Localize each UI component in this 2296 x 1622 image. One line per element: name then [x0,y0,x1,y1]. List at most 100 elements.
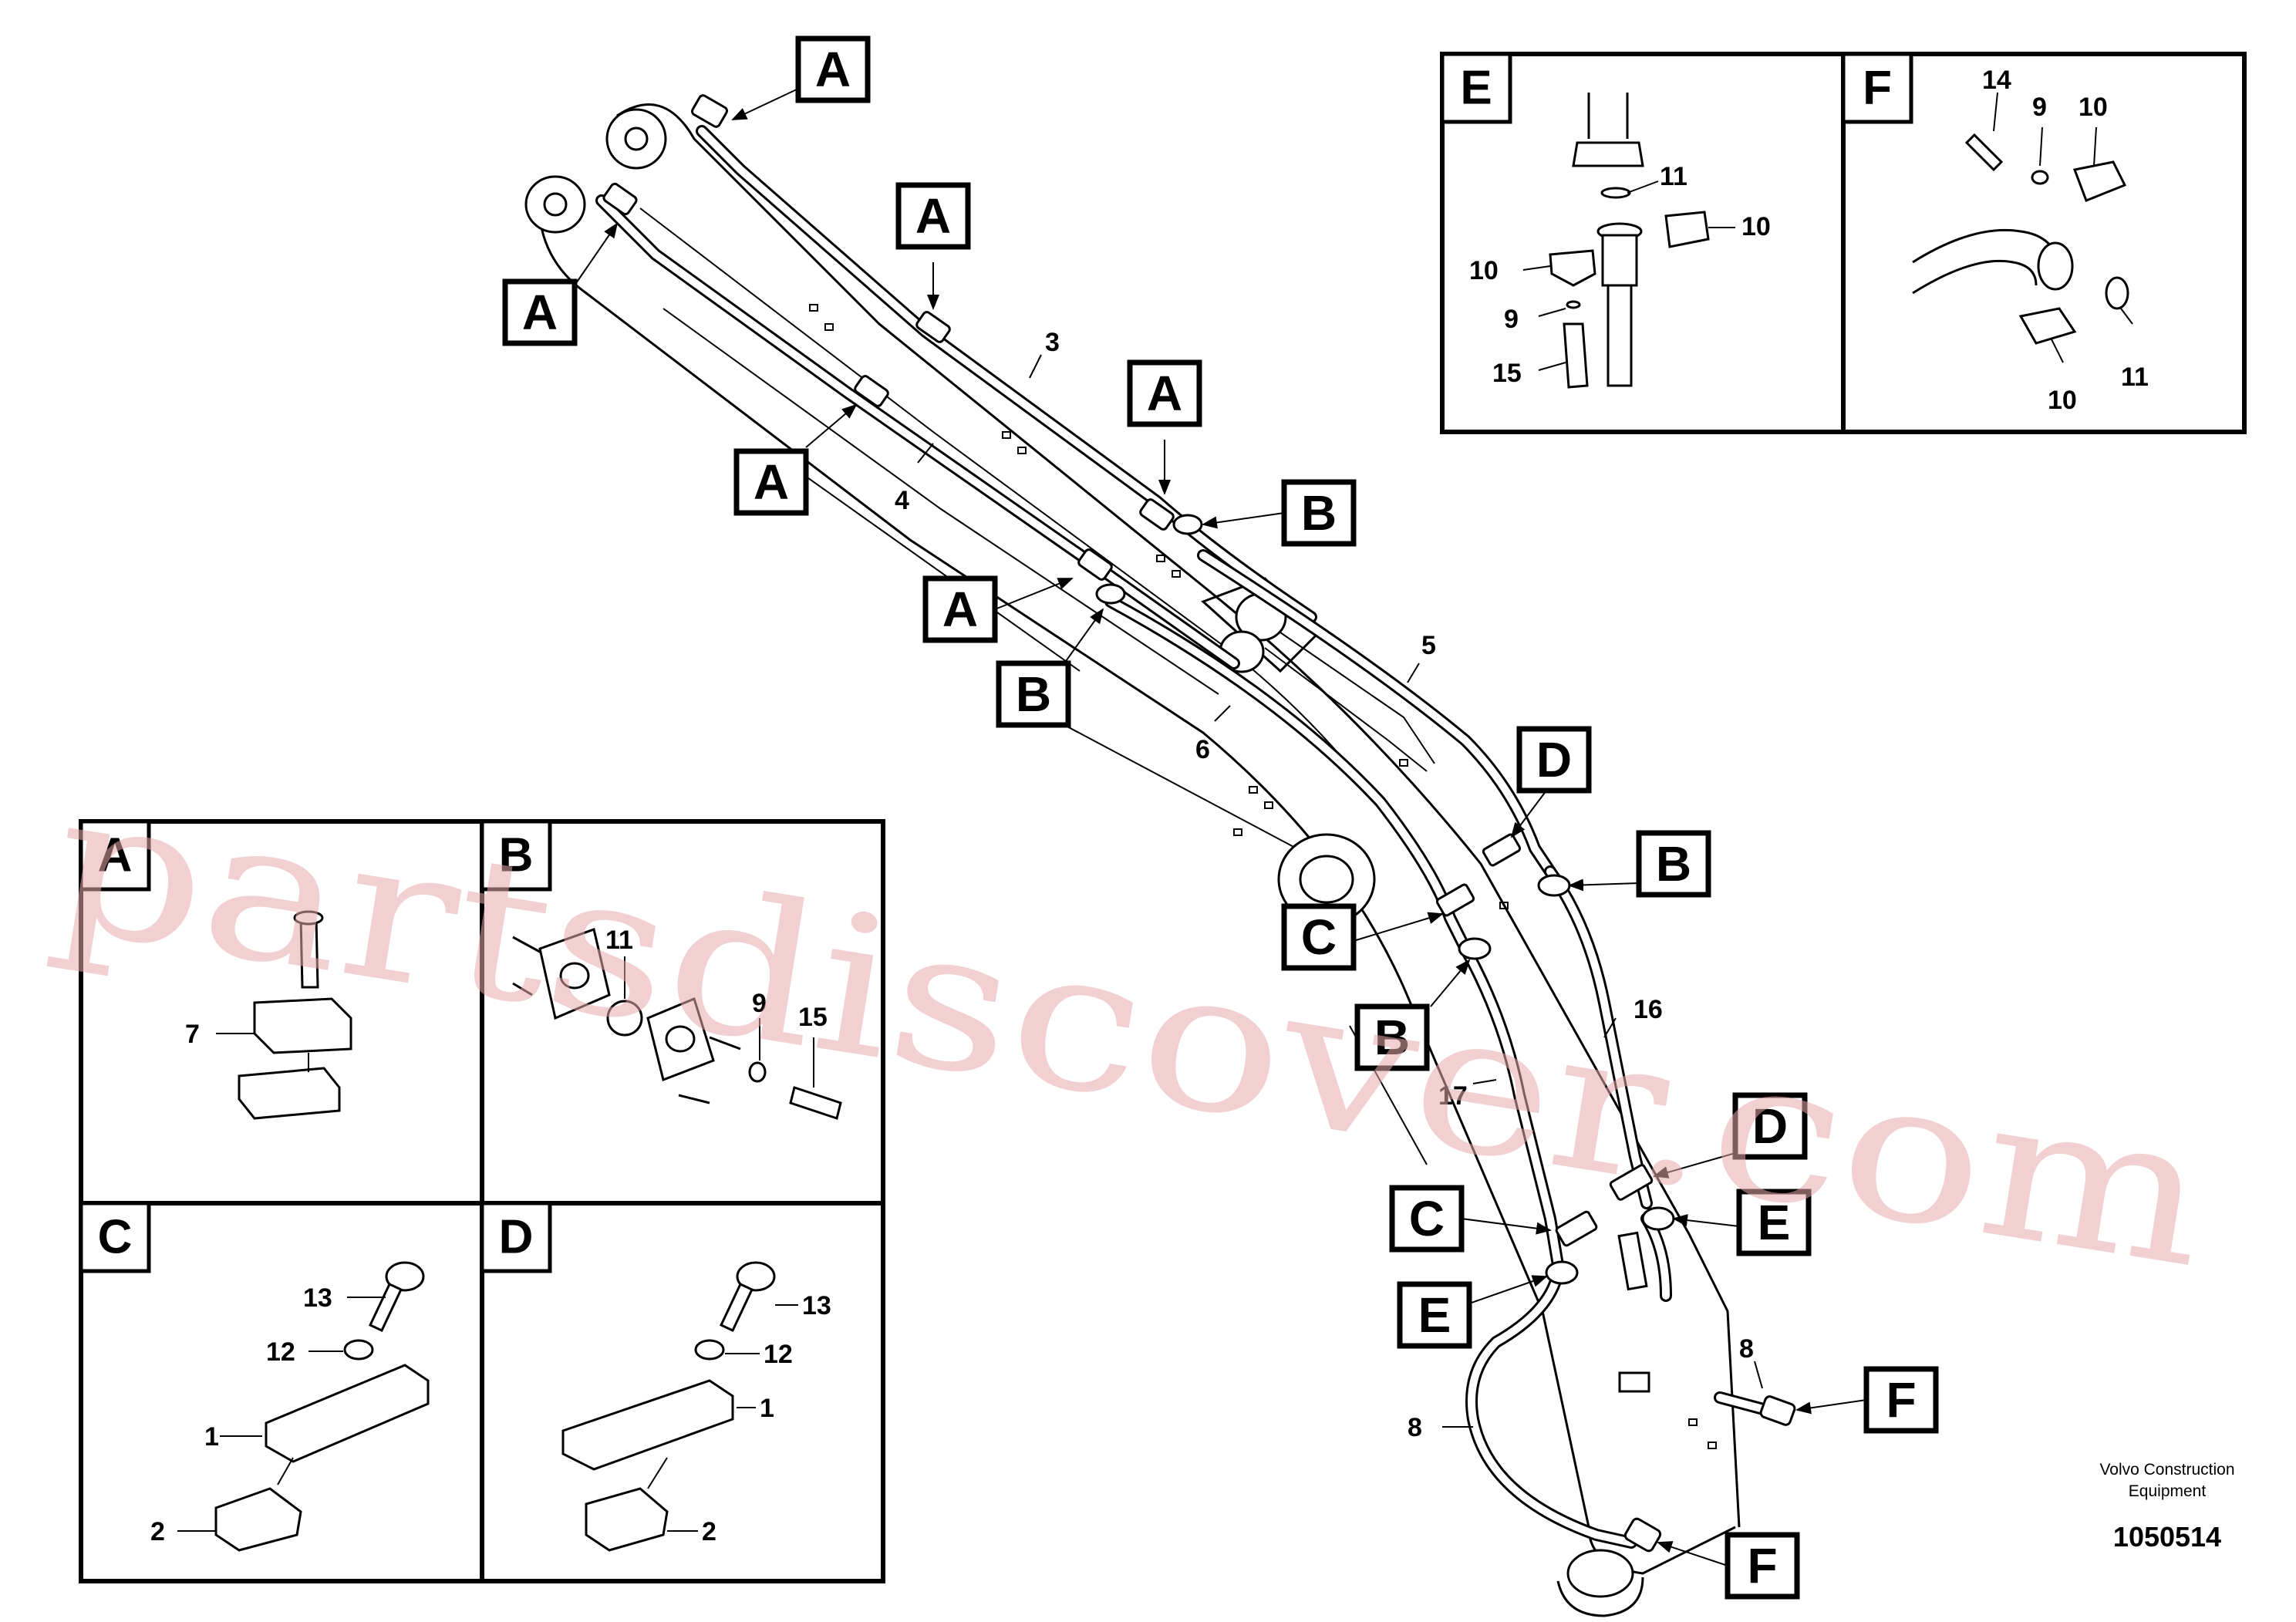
clamp-d1 [1482,833,1522,867]
manufacturer-line1: Volvo Construction [2099,1461,2234,1479]
part-label-4: 4 [895,486,909,515]
svg-text:A: A [942,582,978,637]
callout-a-2 [502,278,578,346]
panel-e-title: E [1460,62,1492,115]
svg-text:A: A [754,454,789,510]
callout-a-5 [1127,359,1202,427]
fitting-f2 [1759,1395,1796,1426]
boom-bottom-pin-boss [1566,1549,1634,1598]
part-label-8b: 8 [1739,1334,1754,1364]
clamp-a6 [1077,548,1113,581]
panel-d-item-1: 1 [760,1394,774,1423]
panel-f-item-10a: 10 [2079,93,2108,122]
clamp-a2 [602,182,638,216]
clamp-a1 [691,94,728,128]
svg-text:B: B [1374,1010,1410,1065]
callout-f-2 [1725,1532,1800,1600]
svg-text:B: B [1016,666,1051,722]
detail-panels-ef: E F 11 10 10 9 15 14 9 [1440,52,2247,434]
panel-f-title: F [1863,62,1892,115]
panel-c-item-1: 1 [204,1422,219,1452]
clamp-b4 [1458,937,1492,960]
hydraulic-lines [595,125,1772,1549]
svg-text:A: A [1147,366,1182,421]
svg-text:C: C [1301,909,1337,965]
svg-text:D: D [1536,732,1572,787]
callout-b-3 [1636,830,1711,898]
panel-d-item-13: 13 [802,1291,831,1320]
boom-part-labels: 3 4 5 6 16 17 8 8 [895,328,1763,1442]
panel-e-item-10a: 10 [1741,212,1771,241]
boom-bolt-holes [809,304,1717,1449]
svg-text:E: E [1758,1195,1791,1250]
clamp-b2 [1095,583,1126,605]
svg-text:D: D [1752,1098,1788,1154]
panel-b-title: B [499,829,534,882]
callout-b-4 [1354,1003,1430,1071]
panel-c-title: C [98,1211,133,1264]
panel-a-item-7: 7 [185,1020,200,1049]
part-label-16: 16 [1633,995,1663,1024]
callout-a-6 [922,575,998,643]
clamp-a5 [1139,498,1175,531]
clamp-b1 [1172,514,1203,535]
boom-callouts: A A A A A A B B D B [502,35,1939,1600]
svg-text:A: A [815,42,851,97]
detail-panels-abcd: A B C D 7 11 9 15 [79,819,885,1583]
part-label-5: 5 [1421,631,1436,660]
callout-b-1 [1281,479,1357,547]
panel-f-item-9: 9 [2032,93,2047,122]
part-label-17: 17 [1438,1081,1468,1111]
svg-text:B: B [1656,836,1691,892]
fitting-f1 [1623,1517,1662,1553]
panel-e-item-15: 15 [1492,359,1522,388]
drawing-number: 1050514 [2113,1521,2221,1553]
part-label-8: 8 [1408,1413,1422,1442]
panel-c-item-13: 13 [303,1283,332,1313]
svg-text:E: E [1418,1287,1451,1343]
callout-a-3 [895,182,971,250]
panel-e-item-10b: 10 [1469,256,1499,285]
callout-e-1 [1736,1189,1812,1256]
panel-f-item-14: 14 [1982,66,2011,95]
svg-text:B: B [1301,485,1337,541]
clamp-d2 [1609,1164,1654,1201]
part-label-6: 6 [1195,735,1210,764]
svg-text:A: A [522,285,558,340]
panel-b-item-15: 15 [798,1003,828,1032]
callout-c-1 [1281,903,1357,971]
boom-structure [524,103,1741,1617]
clamp-a3 [915,311,951,343]
panel-d-title: D [499,1211,534,1264]
panel-b-item-11: 11 [605,926,633,955]
panel-c-item-2: 2 [150,1517,165,1546]
fitting-e2 [1545,1260,1579,1285]
clamp-c1 [1435,883,1475,917]
callout-d-2 [1732,1092,1808,1160]
callout-c-2 [1389,1185,1465,1253]
clamp-b3 [1537,874,1571,897]
callout-d-1 [1516,726,1592,794]
panel-e-item-9: 9 [1504,305,1519,334]
svg-text:C: C [1409,1191,1445,1246]
panel-b-item-9: 9 [752,989,767,1018]
panel-d-item-2: 2 [702,1517,716,1546]
callout-a-4 [733,448,809,516]
panel-c-item-12: 12 [266,1337,295,1367]
callout-f-1 [1863,1366,1939,1434]
panel-f-item-10b: 10 [2048,386,2077,415]
callout-b-2 [996,660,1071,728]
manufacturer-line2: Equipment [2129,1482,2207,1500]
svg-text:A: A [915,188,951,244]
panel-e-item-11: 11 [1660,162,1687,191]
callout-a-1 [795,35,871,103]
pipe-clamps [602,94,1796,1553]
svg-text:F: F [1886,1372,1916,1428]
callout-e-2 [1397,1281,1472,1349]
part-label-3: 3 [1045,328,1060,357]
clamp-c2 [1555,1210,1598,1247]
svg-text:F: F [1747,1538,1777,1593]
footer-block: Volvo Construction Equipment 1050514 [2099,1461,2234,1553]
panel-f-item-11: 11 [2121,363,2149,392]
